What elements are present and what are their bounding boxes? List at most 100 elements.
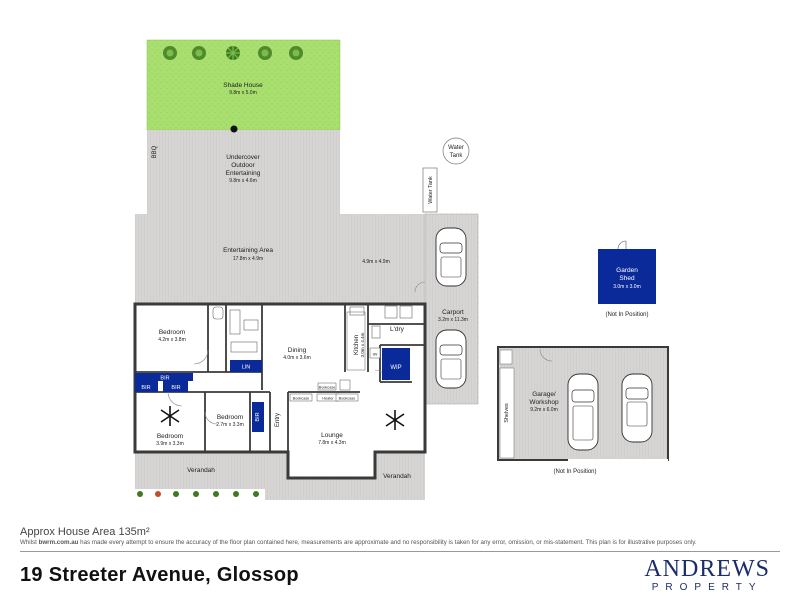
plant-icon-5 — [289, 46, 303, 60]
svg-text:WIP: WIP — [390, 365, 401, 371]
shade-house-label: Shade House — [223, 82, 263, 89]
plant-icon-3 — [226, 46, 240, 60]
garage-note: (Not In Position) — [553, 469, 596, 475]
verandah-right-label: Verandah — [383, 473, 411, 480]
bedroom2-dims: 2.7m x 3.3m — [216, 422, 244, 428]
bedroom3-label: Bedroom — [157, 433, 183, 440]
entertaining-dims-2: 4.9m x 4.9m — [362, 259, 390, 265]
garden-shed-line1: Garden — [616, 267, 638, 274]
dining-dims: 4.0m x 3.6m — [283, 355, 311, 361]
svg-text:LIN: LIN — [242, 365, 251, 371]
heater-label: Heater — [322, 397, 334, 401]
bedroom1-label: Bedroom — [159, 329, 185, 336]
shelves-label: Shelves — [504, 403, 510, 423]
disclaimer-site: bwrm.com.au — [38, 539, 79, 546]
house: BIR BIR BIR LIN BIR WIP Bookcase Heater … — [133, 281, 427, 500]
outdoor-ent-line3: Entertaining — [226, 170, 261, 177]
bir-bedroom2 — [252, 402, 264, 432]
entertaining-dims: 17.8m x 4.9m — [233, 256, 263, 262]
outdoor-entertaining: BBQ Undercover Outdoor Entertaining 9.8m… — [147, 125, 340, 214]
svg-text:ov: ov — [373, 352, 379, 357]
water-tank-side-label: Water Tank — [428, 176, 434, 204]
plant-icon-1 — [163, 46, 177, 60]
brand-logo: ANDREWS PROPERTY — [644, 556, 770, 593]
garage-line1: Garage/ — [532, 391, 556, 398]
car-icon-garage-1 — [567, 373, 599, 451]
water-tank-line1: Water — [448, 145, 464, 151]
shrub-icon — [253, 491, 259, 497]
kitchen-bench — [346, 311, 366, 371]
ceiling-fan-icon — [160, 406, 180, 426]
disclaimer-text-pre: Whilst — [20, 539, 39, 546]
brand-sub: PROPERTY — [651, 582, 763, 593]
carport-dims: 3.2m x 11.3m — [438, 317, 468, 323]
oven: ov — [369, 347, 381, 359]
ceiling-fan-icon — [385, 410, 405, 430]
svg-text:BIR: BIR — [255, 412, 261, 421]
garden-shed-note: (Not In Position) — [605, 312, 648, 318]
garden-shed-dims: 3.0m x 3.0m — [613, 284, 641, 290]
plant-icon-2 — [192, 46, 206, 60]
garage-line2: Workshop — [529, 399, 559, 406]
post-marker — [230, 125, 238, 133]
garage: Shelves Garage/ Workshop 9.2m x 6.0m (No… — [497, 346, 669, 475]
brand-name: ANDREWS — [644, 556, 770, 582]
garden-shed-line2: Shed — [619, 275, 635, 282]
water-tank-circle: Water Tank — [442, 137, 470, 165]
kitchen-dims: 3.0m x 4.4m — [360, 332, 365, 357]
lin-cupboard — [230, 360, 262, 372]
shrub-icon — [155, 491, 161, 497]
water-tank-line2: Tank — [450, 153, 464, 159]
bookcase-2: Bookcase — [319, 386, 336, 390]
kitchen-label: Kitchen — [354, 335, 360, 355]
verandah-left-label: Verandah — [187, 467, 215, 474]
lounge-dims: 7.8m x 4.3m — [318, 440, 346, 446]
bathroom-fixtures — [212, 305, 413, 353]
shrub-icon — [137, 491, 143, 497]
bedroom1-dims: 4.2m x 3.8m — [158, 337, 186, 343]
divider — [20, 551, 780, 552]
house-area: Approx House Area 135m² — [20, 526, 150, 538]
shrub-icon — [233, 491, 239, 497]
carport: Carport 3.2m x 11.3m — [424, 213, 479, 405]
bir-left — [135, 381, 158, 392]
car-icon-carport-1 — [435, 227, 467, 287]
bedroom2-label: Bedroom — [217, 414, 243, 421]
shrub-icon — [213, 491, 219, 497]
svg-text:BIR: BIR — [160, 376, 169, 382]
built-in-robes: BIR BIR BIR LIN BIR WIP — [135, 348, 410, 432]
car-icon-garage-2 — [621, 373, 653, 443]
outdoor-ent-line1: Undercover — [226, 154, 260, 161]
verandah-right-deck — [375, 452, 425, 500]
bookcase-3: Bookcase — [339, 397, 356, 401]
laundry-label: L'dry — [390, 326, 405, 333]
shade-house-dims: 9.8m x 5.0m — [229, 90, 257, 96]
car-icon-carport-2 — [435, 329, 467, 389]
entry-label: Entry — [275, 413, 281, 427]
outdoor-ent-line2: Outdoor — [231, 162, 255, 169]
shrub-icon — [173, 491, 179, 497]
entertaining-label: Entertaining Area — [223, 247, 273, 254]
dining-label: Dining — [288, 347, 307, 354]
shrub-icon — [193, 491, 199, 497]
wip-pantry — [382, 348, 410, 380]
bbq-label: BBQ — [152, 145, 158, 158]
shade-house: Shade House 9.8m x 5.0m — [146, 39, 341, 131]
svg-text:BIR: BIR — [141, 385, 150, 391]
bir-right — [163, 381, 188, 392]
svg-text:BIR: BIR — [171, 385, 180, 391]
carport-label: Carport — [442, 309, 464, 316]
water-tank-side: Water Tank — [422, 167, 438, 213]
disclaimer-text-post: has made every attempt to ensure the acc… — [78, 539, 697, 546]
garage-dims: 9.2m x 6.0m — [530, 407, 558, 413]
disclaimer: Whilst bwrm.com.au has made every attemp… — [20, 539, 780, 546]
property-address: 19 Streeter Avenue, Glossop — [20, 564, 299, 586]
garden-shed: Garden Shed 3.0m x 3.0m (Not In Position… — [598, 240, 656, 318]
bookcase-1: Bookcase — [293, 397, 310, 401]
bedroom3-dims: 3.9m x 3.3m — [156, 441, 184, 447]
garden-strip — [135, 489, 265, 500]
bir-top — [135, 373, 193, 381]
entertaining-area: Entertaining Area 17.8m x 4.9m 4.9m x 4.… — [135, 214, 425, 304]
lounge-label: Lounge — [321, 432, 343, 439]
